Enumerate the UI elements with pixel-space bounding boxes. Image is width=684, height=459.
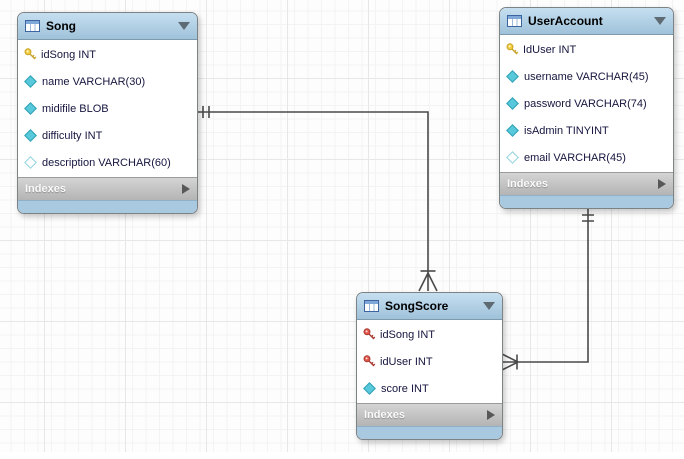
table-title: Song (46, 19, 76, 33)
column-row[interactable]: midifile BLOB (18, 95, 197, 122)
column-row[interactable]: score INT (357, 375, 502, 402)
column-text: midifile BLOB (42, 102, 109, 115)
column-text: email VARCHAR(45) (524, 151, 626, 164)
indexes-row[interactable]: Indexes (18, 177, 197, 200)
column-row[interactable]: description VARCHAR(60) (18, 149, 197, 176)
canvas-edge (0, 452, 684, 459)
table-footer (500, 195, 673, 208)
table-footer (357, 426, 502, 439)
column-row[interactable]: password VARCHAR(74) (500, 90, 673, 117)
column-icon (506, 70, 519, 83)
indexes-label: Indexes (507, 178, 548, 190)
column-row[interactable]: name VARCHAR(30) (18, 68, 197, 95)
column-row[interactable]: idSong INT (18, 41, 197, 68)
column-row[interactable]: idUser INT (357, 348, 502, 375)
nullable-column-icon (24, 156, 37, 169)
column-icon (24, 129, 37, 142)
expand-arrow-icon[interactable] (658, 179, 666, 189)
column-text: score INT (381, 382, 429, 395)
column-icon (506, 124, 519, 137)
relationship-useraccount-songscore[interactable] (501, 201, 594, 371)
column-text: password VARCHAR(74) (524, 97, 647, 110)
indexes-row[interactable]: Indexes (500, 172, 673, 195)
column-row[interactable]: idSong INT (357, 321, 502, 348)
expand-arrow-icon[interactable] (487, 410, 495, 420)
table-useraccount-columns: IdUser INT username VARCHAR(45) password… (500, 35, 673, 172)
table-title: SongScore (385, 299, 449, 313)
column-text: idSong INT (380, 328, 436, 341)
column-row[interactable]: isAdmin TINYINT (500, 117, 673, 144)
primary-key-icon (506, 43, 519, 55)
column-row[interactable]: IdUser INT (500, 36, 673, 63)
table-useraccount[interactable]: UserAccount IdUser INT username VARCHAR(… (499, 7, 674, 209)
foreign-primary-key-icon (363, 328, 376, 340)
column-icon (24, 75, 37, 88)
column-row[interactable]: difficulty INT (18, 122, 197, 149)
column-icon (24, 102, 37, 115)
indexes-label: Indexes (364, 409, 405, 421)
table-footer (18, 200, 197, 213)
crowfoot-many-icon (501, 353, 519, 371)
table-songscore-header[interactable]: SongScore (357, 293, 502, 320)
column-text: difficulty INT (42, 129, 103, 142)
table-title: UserAccount (528, 14, 603, 28)
cardinality-one-ticks (582, 214, 594, 222)
relationship-song-songscore[interactable] (197, 106, 438, 292)
column-text: name VARCHAR(30) (42, 75, 146, 88)
indexes-row[interactable]: Indexes (357, 403, 502, 426)
crowfoot-many-icon (418, 272, 438, 292)
column-text: IdUser INT (523, 43, 577, 56)
collapse-arrow-icon[interactable] (654, 17, 666, 25)
cardinality-one-ticks (202, 106, 210, 118)
column-text: description VARCHAR(60) (42, 156, 171, 169)
column-text: idUser INT (380, 355, 433, 368)
column-icon (506, 97, 519, 110)
relationship-line[interactable] (197, 111, 429, 273)
primary-key-icon (24, 48, 37, 60)
foreign-primary-key-icon (363, 355, 376, 367)
indexes-label: Indexes (25, 183, 66, 195)
table-useraccount-header[interactable]: UserAccount (500, 8, 673, 35)
collapse-arrow-icon[interactable] (178, 22, 190, 30)
column-row[interactable]: username VARCHAR(45) (500, 63, 673, 90)
table-icon (25, 20, 40, 32)
table-song-header[interactable]: Song (18, 13, 197, 40)
collapse-arrow-icon[interactable] (483, 302, 495, 310)
table-icon (364, 300, 379, 312)
table-songscore[interactable]: SongScore idSong INT idUser INT (356, 292, 503, 440)
column-text: idSong INT (41, 48, 97, 61)
column-icon (363, 382, 376, 395)
table-song-columns: idSong INT name VARCHAR(30) midifile BLO… (18, 40, 197, 177)
table-song[interactable]: Song idSong INT name VARCHAR(30) midifil… (17, 12, 198, 214)
table-songscore-columns: idSong INT idUser INT score INT (357, 320, 502, 403)
relationship-line[interactable] (518, 201, 589, 363)
column-row[interactable]: email VARCHAR(45) (500, 144, 673, 171)
nullable-column-icon (506, 151, 519, 164)
column-text: username VARCHAR(45) (524, 70, 649, 83)
column-text: isAdmin TINYINT (524, 124, 609, 137)
table-icon (507, 15, 522, 27)
expand-arrow-icon[interactable] (182, 184, 190, 194)
